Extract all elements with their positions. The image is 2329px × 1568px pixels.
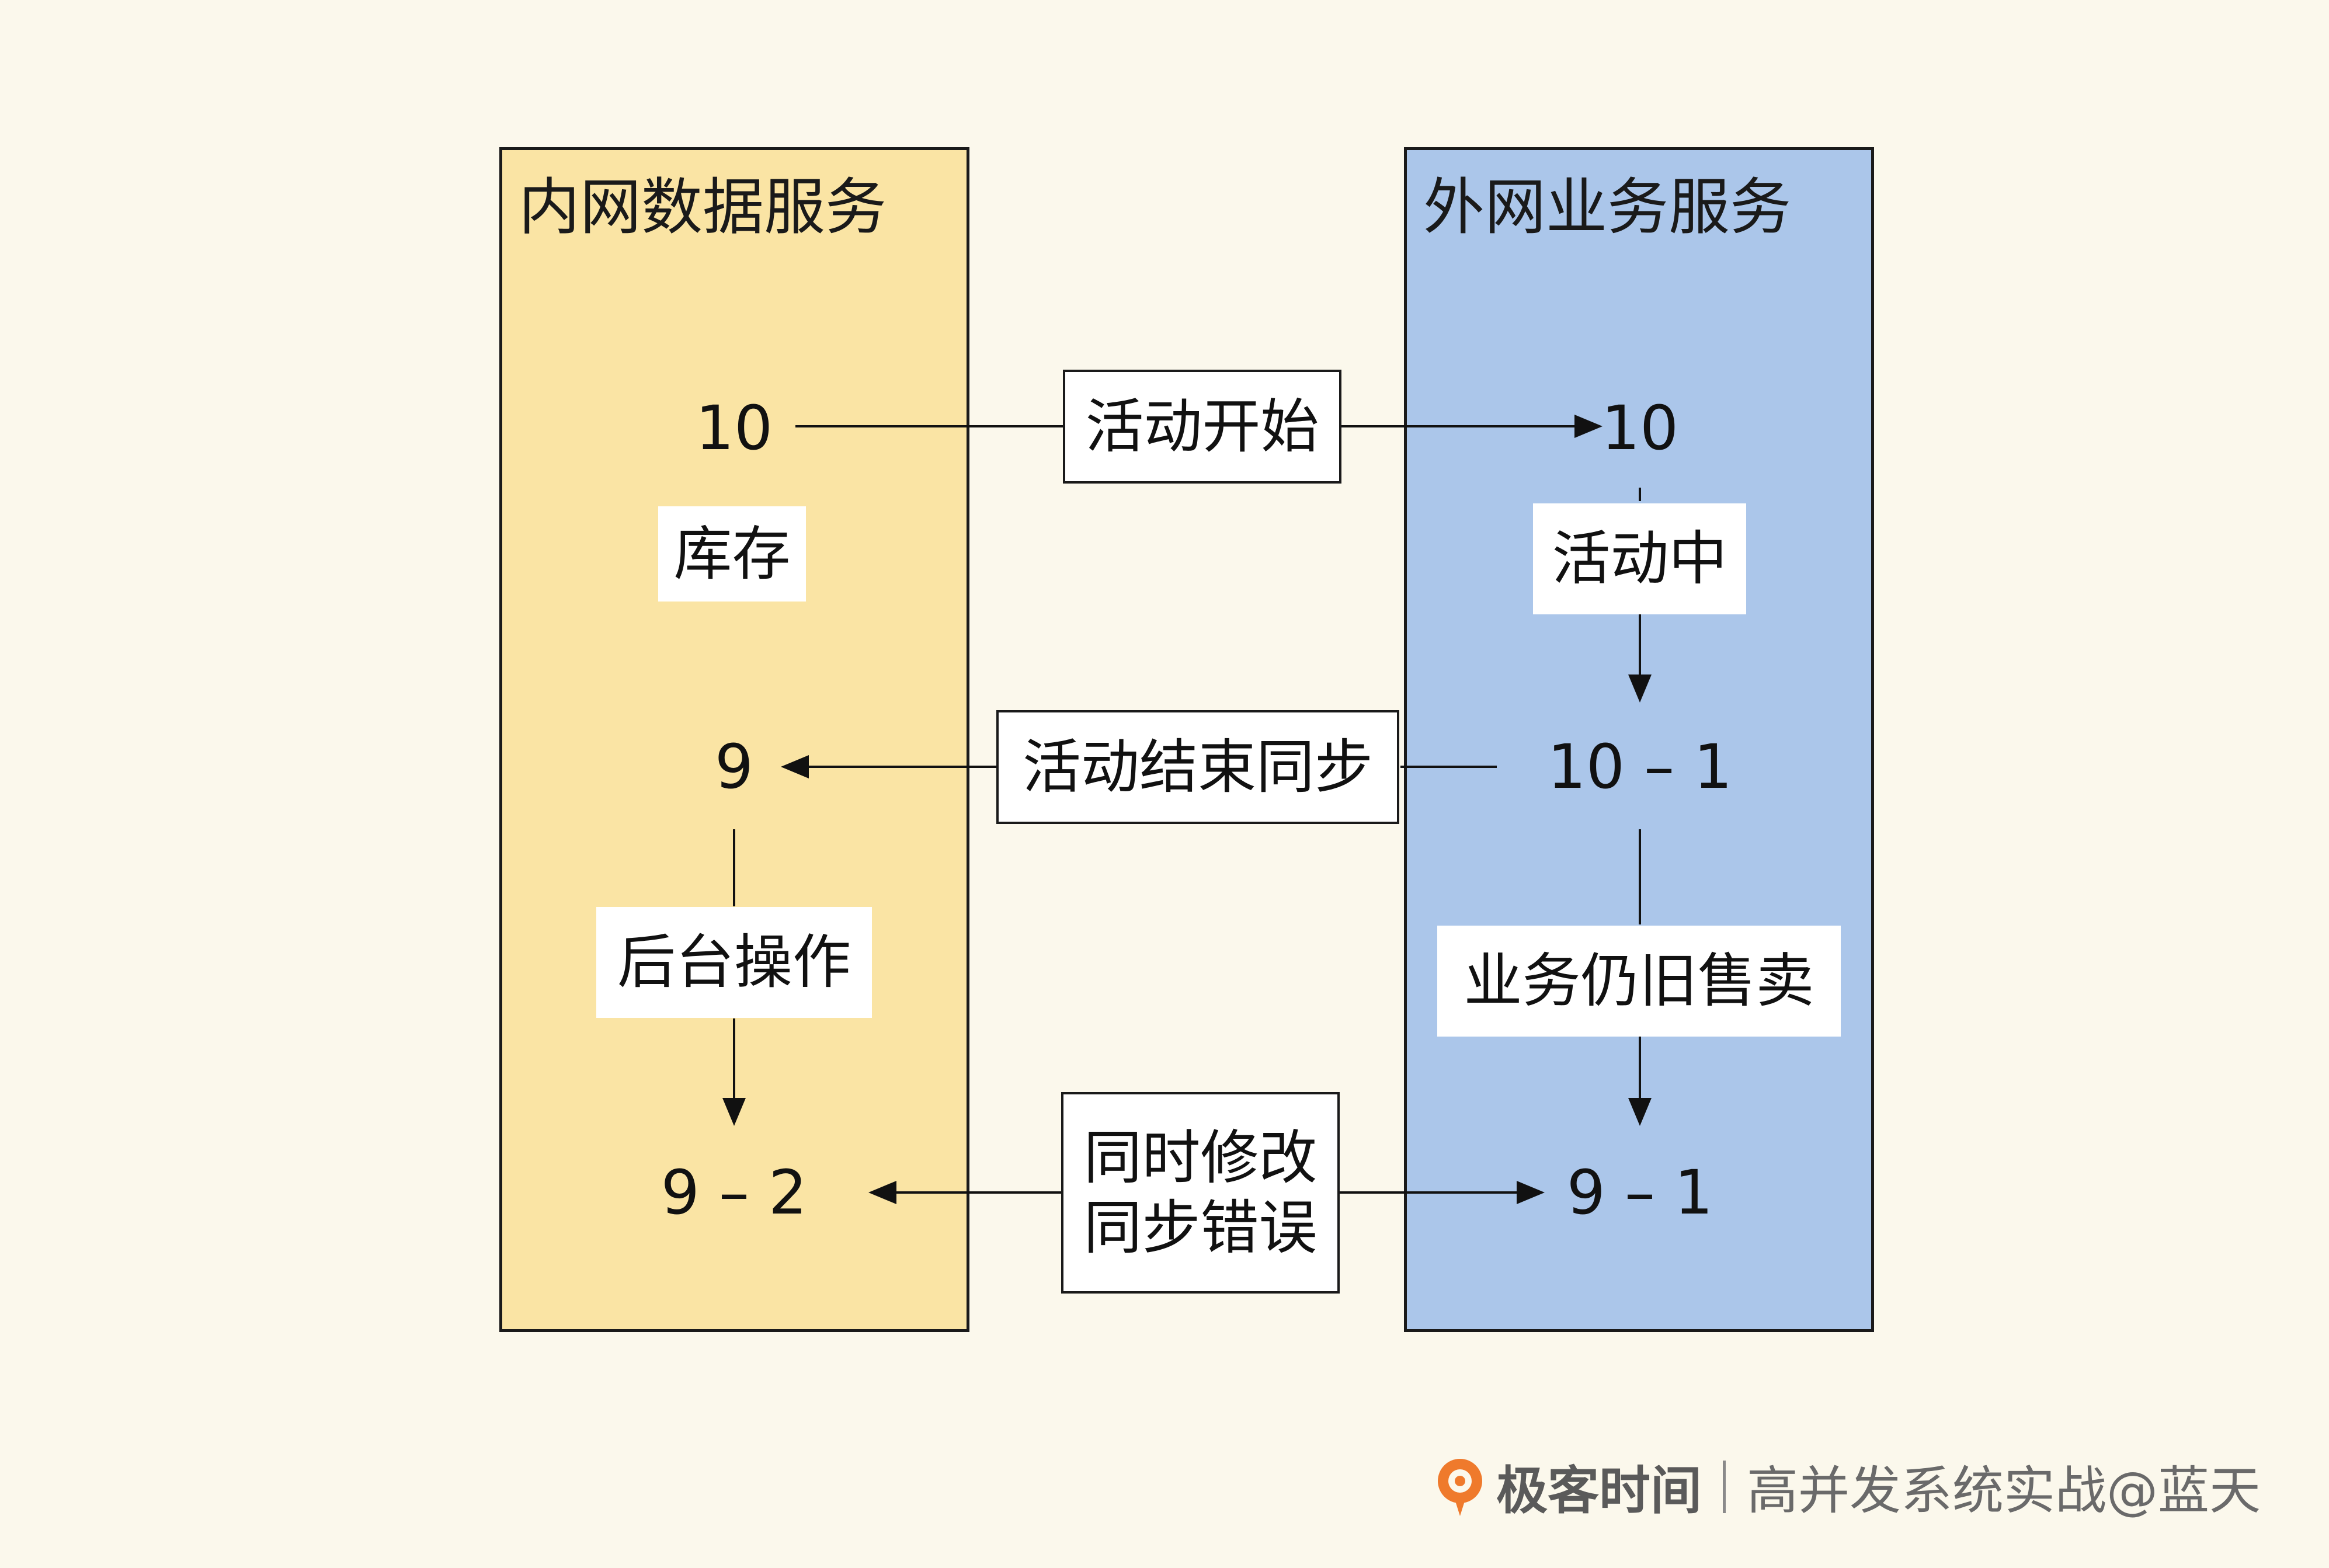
arrowhead-error-left	[868, 1181, 896, 1204]
right-stock-after-sale: 10 – 1	[1547, 731, 1733, 802]
arrowhead-in-activity	[1628, 675, 1652, 703]
geektime-logo-icon	[1438, 1459, 1482, 1516]
left-stock-after-admin: 9 – 2	[661, 1157, 808, 1228]
left-stock-after-sync: 9	[714, 731, 754, 802]
arrowhead-error-right	[1517, 1181, 1545, 1204]
arrowhead-admin	[722, 1098, 746, 1126]
brand-separator	[1723, 1460, 1726, 1513]
in-activity-label: 活动中	[1533, 503, 1746, 614]
admin-operation-label: 后台操作	[596, 907, 872, 1018]
activity-end-sync-label: 活动结束同步	[996, 710, 1399, 824]
arrowhead-activity-end-sync	[781, 755, 809, 778]
concurrent-error-label: 同时修改 同步错误	[1061, 1092, 1340, 1294]
still-selling-label: 业务仍旧售卖	[1437, 926, 1841, 1037]
internet-panel-title: 外网业务服务	[1423, 172, 1792, 243]
right-initial-stock: 10	[1601, 392, 1679, 464]
course-name: 高并发系统实战@蓝天	[1747, 1461, 2261, 1521]
left-initial-stock: 10	[695, 392, 773, 464]
brand-name: 极客时间	[1496, 1461, 1702, 1521]
brand-watermark: 极客时间 高并发系统实战@蓝天	[1431, 1453, 2261, 1521]
intranet-panel-title: 内网数据服务	[519, 172, 887, 243]
concurrent-error-line2: 同步错误	[1083, 1193, 1318, 1262]
arrowhead-activity-start	[1574, 415, 1603, 438]
intranet-data-service-panel: 内网数据服务	[499, 147, 969, 1332]
arrowhead-still-selling	[1628, 1098, 1652, 1126]
internet-business-service-panel: 外网业务服务	[1404, 147, 1874, 1332]
stock-label: 库存	[658, 506, 806, 602]
right-stock-after-sync: 9 – 1	[1566, 1157, 1713, 1228]
concurrent-error-line1: 同时修改	[1083, 1123, 1318, 1192]
activity-start-label: 活动开始	[1063, 370, 1341, 484]
